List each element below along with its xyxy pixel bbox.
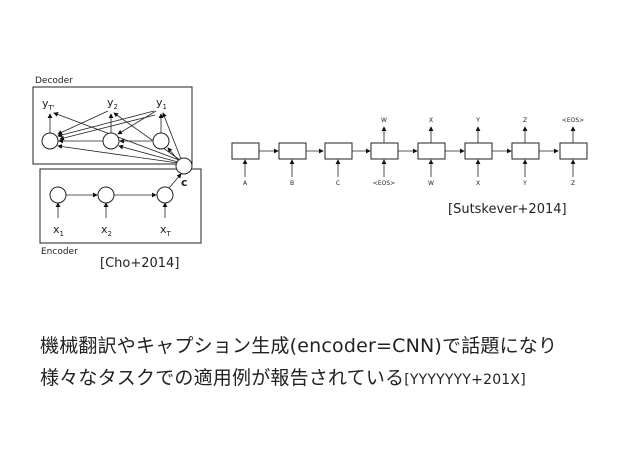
input-label: Z (571, 180, 575, 187)
decoder-state-circle (152, 132, 170, 150)
cho-diagram: Decoder Encoder yT' y2 y1 (32, 76, 202, 257)
input-label: B (290, 180, 294, 187)
output-label: X (429, 117, 433, 124)
encoder-input-x2: x2 (101, 223, 112, 238)
output-label: Y (475, 117, 480, 124)
output-arrows (381, 126, 576, 143)
decoder-box (32, 86, 193, 165)
output-label: W (381, 117, 387, 124)
decoder-output-y2: y2 (107, 96, 118, 111)
context-label: c (181, 176, 188, 189)
caption-line-1: 機械翻訳やキャプション生成(encoder=CNN)で話題になり (40, 335, 558, 357)
encoder-state-circle (97, 186, 115, 204)
input-arrows (242, 159, 576, 177)
encoder-label: Encoder (41, 247, 78, 257)
lstm-cells (231, 142, 588, 160)
encoder-input-x1: x1 (53, 223, 64, 238)
sutskever-diagram: W X Y Z <EOS> A B C <EOS> W X Y Z (231, 117, 588, 187)
output-labels: W X Y Z <EOS> (381, 117, 584, 124)
lstm-cell (511, 142, 540, 160)
encoder-arrows (55, 173, 182, 218)
encoder-state-circle (156, 186, 174, 204)
context-circle (175, 157, 193, 175)
input-label: W (428, 180, 434, 187)
lstm-cell (231, 142, 260, 160)
decoder-output-yT: yT' (42, 97, 55, 112)
input-label: <EOS> (373, 180, 395, 187)
output-label: <EOS> (562, 117, 584, 124)
encoder-input-xT: xT (160, 223, 172, 238)
caption-line-2-citation: [YYYYYYY+201X] (404, 372, 526, 388)
input-label: A (243, 180, 248, 187)
caption-line-2-text: 様々なタスクでの適用例が報告されている (40, 367, 405, 389)
cho-citation: [Cho+2014] (100, 256, 180, 271)
decoder-state-circle (41, 132, 59, 150)
input-label: Y (522, 180, 527, 187)
input-labels: A B C <EOS> W X Y Z (243, 180, 575, 187)
caption-line-2: 様々なタスクでの適用例が報告されている[YYYYYYY+201X] (40, 363, 526, 390)
decoder-label: Decoder (35, 76, 73, 86)
encoder-box (39, 168, 202, 244)
output-label: Z (523, 117, 527, 124)
lstm-cell (370, 142, 399, 160)
sutskever-citation: [Sutskever+2014] (448, 202, 567, 217)
input-label: X (476, 180, 480, 187)
lstm-cell (417, 142, 446, 160)
decoder-arrows (47, 110, 182, 164)
lstm-cell (278, 142, 307, 160)
encoder-state-circle (49, 186, 67, 204)
lstm-cell (464, 142, 493, 160)
lstm-cell (559, 142, 588, 160)
decoder-output-y1: y1 (156, 96, 167, 111)
input-label: C (336, 180, 340, 187)
lstm-cell (324, 142, 353, 160)
decoder-state-circle (102, 132, 120, 150)
